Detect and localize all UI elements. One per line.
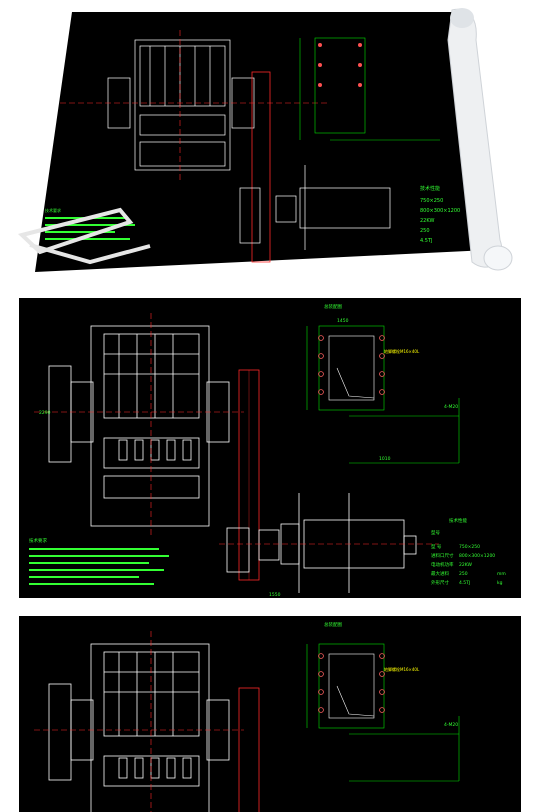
poster-holes	[318, 43, 362, 87]
spec-row-label-4: 外形尺寸	[431, 579, 449, 586]
spec-row-value-0: 750×250	[459, 544, 480, 550]
poster-crusher-plan	[107, 39, 255, 171]
svg-text:750×250: 750×250	[420, 198, 443, 204]
dim-0: 1450	[337, 318, 349, 324]
title-block: 总装配图	[324, 303, 342, 310]
paper-clip-loop	[29, 243, 151, 265]
spec-row-label-3: 最大进料	[431, 570, 449, 577]
rolled-poster-drawing: 技术性能 750×250 800×300×1200 22KW 250 4.5TJ…	[17, 8, 513, 272]
svg-text:800×300×1200: 800×300×1200	[420, 208, 460, 214]
title-block-2: 总装配图	[324, 621, 342, 628]
spec-row-label-1: 进料口尺寸	[431, 552, 454, 559]
dim-3: 1010	[379, 456, 391, 462]
hole-note-2: 地脚螺栓M16×40L	[384, 666, 420, 672]
spec-model-label: 型号	[431, 529, 440, 536]
spec-table: 技术性能 型号 型 号 750×250 进料口尺寸 800×300×1200 电…	[431, 517, 506, 586]
crusher-plan-view	[48, 325, 230, 527]
anchor-holes	[318, 335, 385, 395]
spec-row-unit-4: kg	[497, 580, 503, 586]
rolled-poster-panel: 技术性能 750×250 800×300×1200 22KW 250 4.5TJ…	[0, 0, 539, 278]
poster-spec: 技术性能 750×250 800×300×1200 22KW 250 4.5TJ	[420, 185, 460, 244]
poster-belt	[251, 71, 271, 263]
roll-end-bottom	[483, 245, 513, 271]
dimension-labels: 1450 1550 2290 1010 4-M20	[39, 318, 458, 598]
poster-sheet	[35, 12, 488, 272]
drawing-panel-detail: 总装配图 地脚螺栓M16×40L 4-M20	[19, 616, 521, 812]
dim-2: 2290	[39, 410, 51, 416]
spec-row-unit-3: mm	[497, 572, 506, 577]
poster-hole-plan	[299, 37, 440, 141]
detail-drawing: 总装配图 地脚螺栓M16×40L 4-M20	[34, 621, 460, 812]
poster-motor	[239, 165, 391, 250]
motor-assembly	[226, 493, 417, 593]
dim-1: 1550	[269, 592, 281, 598]
svg-text:技术性能: 技术性能	[420, 185, 440, 192]
dim-4: 4-M20	[444, 404, 458, 410]
hole-note: 地脚螺栓M16×40L	[384, 348, 420, 354]
crusher-plan-view-2	[48, 643, 230, 812]
anchor-holes-2	[318, 653, 385, 713]
technical-notes: 技术要求	[29, 537, 169, 585]
main-drawing: 1450 1550 2290 1010 4-M20 地脚螺栓M16×40L 总装…	[29, 303, 506, 598]
hole-plan-2	[306, 643, 460, 782]
spec-row-value-4: 4.5TJ	[459, 580, 470, 586]
drive-belt-2	[238, 687, 260, 812]
drawing-panel-main: 1450 1550 2290 1010 4-M20 地脚螺栓M16×40L 总装…	[19, 298, 521, 598]
spec-row-label-0: 型 号	[431, 543, 442, 550]
notes-title: 技术要求	[29, 537, 47, 544]
svg-text:22KW: 22KW	[420, 218, 434, 224]
svg-text:技术要求: 技术要求	[45, 207, 61, 213]
roll-end-top	[450, 8, 474, 28]
spec-row-value-1: 800×300×1200	[459, 553, 495, 559]
spec-row-label-2: 电动机功率	[431, 561, 454, 568]
svg-text:4.5TJ: 4.5TJ	[420, 238, 432, 244]
spec-row-value-2: 22KW	[459, 562, 473, 568]
spec-title: 技术性能	[449, 517, 467, 524]
svg-text:250: 250	[420, 228, 430, 234]
dim-4-copy: 4-M20	[444, 722, 458, 728]
spec-row-value-3: 250	[459, 571, 468, 577]
hole-plan	[306, 325, 460, 464]
